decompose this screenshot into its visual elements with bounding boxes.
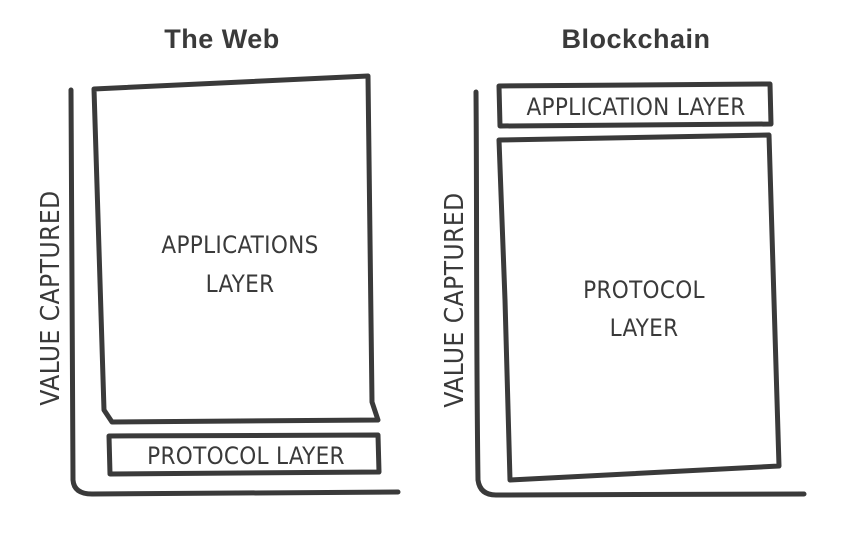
applications-layer-box xyxy=(91,73,381,425)
applications-layer-label-line2: LAYER xyxy=(206,270,275,298)
protocol-layer-box-web xyxy=(106,432,382,477)
axes-the-web xyxy=(68,87,401,497)
protocol-layer-label-chain-line2: LAYER xyxy=(610,314,679,342)
protocol-layer-label-web: PROTOCOL LAYER xyxy=(147,442,345,470)
panel-title-the-web: The Web xyxy=(164,24,280,54)
applications-layer-label-line1: APPLICATIONS xyxy=(161,231,318,259)
panel-blockchain: Blockchain VALUE CAPTURED APPLICATION LA… xyxy=(440,24,807,498)
y-axis-label-blockchain: VALUE CAPTURED xyxy=(440,192,470,407)
y-axis-label-the-web: VALUE CAPTURED xyxy=(36,190,66,405)
axes-blockchain xyxy=(473,89,807,498)
protocol-layer-box-chain xyxy=(496,132,782,483)
panel-the-web: The Web VALUE CAPTURED APPLICATIONS LAYE… xyxy=(36,24,401,497)
panel-title-blockchain: Blockchain xyxy=(561,24,710,54)
protocol-layer-label-chain-line1: PROTOCOL xyxy=(583,276,705,304)
application-layer-box-chain xyxy=(496,81,774,129)
application-layer-label-chain: APPLICATION LAYER xyxy=(526,93,745,121)
